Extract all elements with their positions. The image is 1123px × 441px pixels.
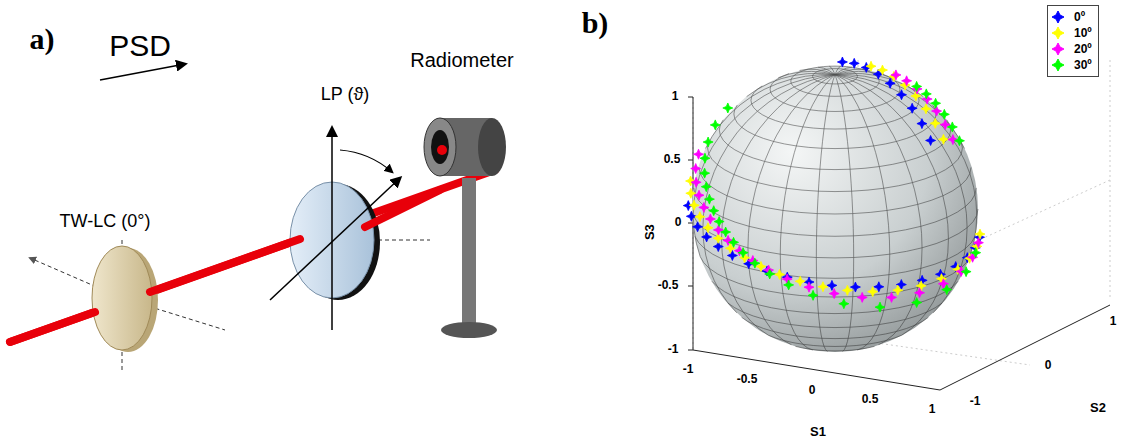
tick-label: -1 (668, 343, 679, 356)
panel-label: b) (582, 6, 609, 39)
legend-swatch (1052, 59, 1064, 71)
panel-label: a) (30, 22, 55, 55)
legend-entry: 10º (1052, 25, 1092, 41)
axis-label: S1 (810, 425, 826, 439)
legend-entry: 0º (1052, 9, 1092, 25)
legend-entry: 30º (1052, 57, 1092, 73)
direction-label: PSD (109, 29, 171, 62)
legend-text: 30º (1074, 57, 1092, 73)
tick-label: 0 (809, 384, 816, 397)
tick-label: 0.5 (664, 153, 681, 166)
tick-label: -1 (683, 363, 694, 376)
tick-label: -0.5 (737, 373, 758, 386)
tick-label: 0 (1045, 359, 1052, 372)
legend-box: 0º10º20º30º (1047, 5, 1099, 77)
legend-text: 0º (1074, 9, 1085, 25)
axis-label: S2 (1090, 401, 1106, 415)
legend-swatch (1052, 43, 1064, 55)
tick-label: 1 (929, 403, 936, 416)
component-label: LP (ϑ) (321, 85, 370, 105)
tick-label: 0 (675, 216, 682, 229)
tick-label: -1 (970, 395, 981, 408)
legend-swatch (1052, 11, 1064, 23)
legend-entry: 20º (1052, 41, 1092, 57)
legend-text: 20º (1074, 41, 1092, 57)
legend-text: 10º (1074, 25, 1092, 41)
tick-label: 1 (672, 90, 679, 103)
tick-label: 1 (1110, 315, 1117, 328)
legend-swatch (1052, 27, 1064, 39)
tick-label: 0.5 (862, 393, 879, 406)
axis-label: S3 (643, 224, 657, 240)
component-label: TW-LC (0°) (60, 212, 151, 232)
component-label: Radiometer (410, 49, 513, 71)
tick-label: -0.5 (658, 279, 679, 292)
